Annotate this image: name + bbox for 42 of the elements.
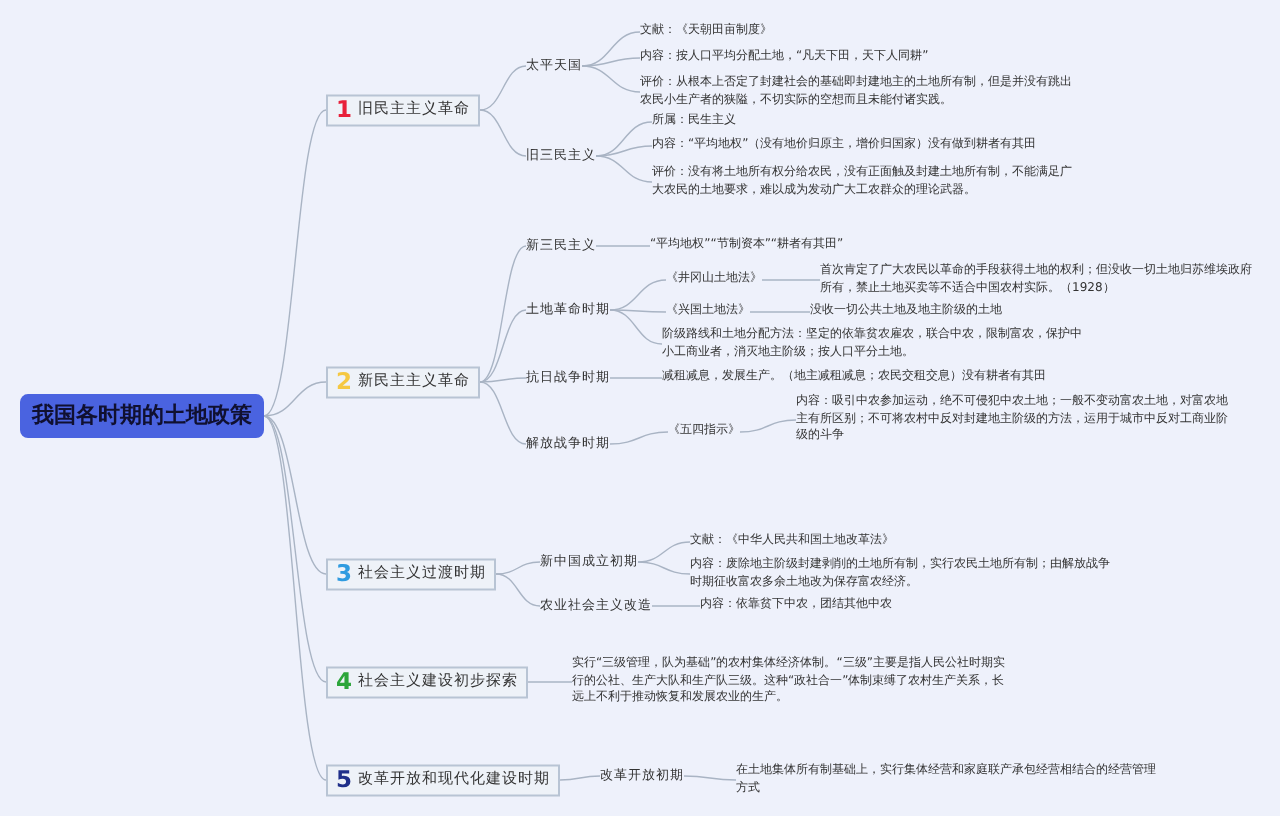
connector-line bbox=[479, 245, 527, 383]
connector-line bbox=[595, 145, 653, 157]
topic-box bbox=[326, 558, 497, 590]
topic-number: 4 bbox=[336, 670, 353, 694]
connector-line bbox=[479, 65, 527, 111]
connector-line bbox=[263, 109, 327, 417]
connector-line bbox=[479, 109, 527, 157]
connector-line bbox=[527, 681, 573, 683]
topic-number: 1 bbox=[336, 98, 353, 122]
connector-line bbox=[761, 279, 821, 281]
topic-number: 5 bbox=[336, 768, 353, 792]
connector-line bbox=[683, 775, 737, 781]
connector-line bbox=[581, 57, 641, 67]
topic-box bbox=[326, 94, 481, 126]
connector-line bbox=[651, 605, 701, 607]
topic-box bbox=[326, 666, 529, 698]
connector-line bbox=[263, 381, 327, 417]
connector-line bbox=[637, 541, 691, 563]
topic-box bbox=[326, 764, 561, 796]
connector-line bbox=[595, 155, 653, 183]
connector-line bbox=[739, 419, 797, 433]
connector-line bbox=[479, 309, 527, 383]
connector-line bbox=[749, 311, 811, 313]
topic-number: 3 bbox=[336, 562, 353, 586]
connector-line bbox=[263, 415, 327, 781]
connector-line bbox=[609, 377, 663, 379]
connector-line bbox=[609, 309, 663, 345]
connector-line bbox=[495, 561, 541, 575]
connector-line bbox=[595, 245, 651, 247]
central-topic-box: 我国各时期的土地政策 bbox=[20, 394, 264, 438]
connector-line bbox=[263, 415, 327, 683]
connector-line bbox=[479, 381, 527, 445]
topic-number: 2 bbox=[336, 370, 353, 394]
connector-line bbox=[609, 431, 669, 445]
topic-box bbox=[326, 366, 481, 398]
connector-line bbox=[263, 415, 327, 575]
connector-line bbox=[581, 65, 641, 93]
connector-line bbox=[609, 309, 667, 313]
connector-line bbox=[479, 377, 527, 383]
connector-line bbox=[559, 775, 601, 781]
connector-line bbox=[495, 573, 541, 607]
connector-line bbox=[637, 561, 691, 575]
